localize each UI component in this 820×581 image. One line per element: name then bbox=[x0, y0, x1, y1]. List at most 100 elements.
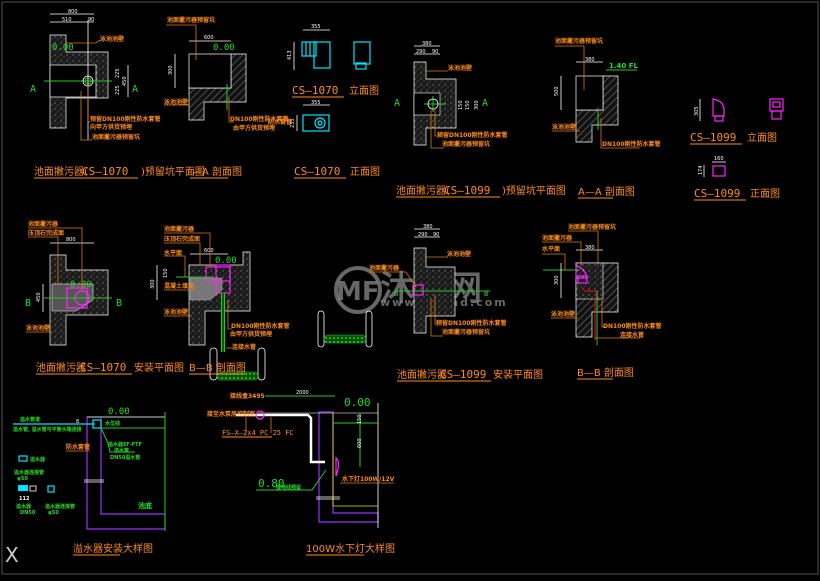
label-pipe: DN100刚性防水套管 bbox=[231, 322, 290, 330]
watermark-mark: MF bbox=[336, 277, 380, 307]
underwater-light-detail: 2000 150 600 0.00 0.80 接地线预留 接线盒3495 接至水… bbox=[206, 390, 395, 556]
label-lamp: 水下灯100W/12V bbox=[342, 475, 395, 483]
label-pit: 池面撇污器预留坑 bbox=[568, 223, 616, 231]
title: A—A 剖面图 bbox=[578, 185, 635, 198]
dim-left: 290 bbox=[418, 232, 428, 238]
label-low: 接地线预留 bbox=[275, 484, 301, 491]
title-cs1099-pit-model: CS—1099 bbox=[444, 184, 490, 197]
cs1070-section-aa: 600 300 0.00 池面撇污器预留坑 泳池池壁 DN100刚性防水套管 由… bbox=[164, 16, 289, 132]
label-water: 水平面 bbox=[164, 249, 182, 257]
dim-left: 510 bbox=[62, 17, 72, 23]
dim-h-total: 300 bbox=[474, 100, 480, 110]
dim-height: 300 bbox=[554, 275, 560, 285]
dim-right: 90 bbox=[432, 49, 438, 55]
label-concrete: 混凝土填充 bbox=[164, 282, 194, 290]
title-suffix: 正面图 bbox=[750, 188, 780, 200]
legend4: 溢水器 bbox=[16, 503, 32, 510]
level-mark: 0.00 bbox=[52, 43, 74, 53]
label-pipe: DN100刚性防水套管 bbox=[230, 115, 289, 123]
title-cs1099-pit-prefix: 池面撇污器( bbox=[396, 184, 450, 197]
dim-width: 600 bbox=[204, 248, 214, 254]
label-top-pipe: 溢水管道 bbox=[20, 416, 40, 423]
label-pit: 池面撇污器预留坑 bbox=[92, 133, 140, 141]
dim-width: 2000 bbox=[296, 390, 309, 396]
label-pipe: 防水套管 bbox=[268, 118, 292, 126]
cs1099-section-aa: 380 500 1.40 FL 池面撇污器预留坑 泳池池壁 DN100刚性防水套… bbox=[552, 37, 661, 199]
label-pit: 池面撇污器预留坑 bbox=[442, 140, 490, 148]
cross-mark-icon: X bbox=[5, 543, 19, 567]
title-cs1099-install-prefix: 池面撇污器 bbox=[397, 368, 447, 381]
overflow-detail: 0.00 溢水管道 溢水管, 溢水管与平衡水箱连接 8 水位线 溢水器EF-FT… bbox=[5, 407, 166, 567]
dim-left: 290 bbox=[416, 49, 426, 55]
dim-h-total: 450 bbox=[122, 76, 128, 86]
dim-height: 300 bbox=[168, 65, 174, 75]
label-junction: 接线盒3495 bbox=[229, 392, 265, 400]
label-return: 连接水管 bbox=[620, 331, 644, 339]
legend5: 溢水器连接管 bbox=[45, 503, 75, 510]
legend3-dim: 112 bbox=[19, 496, 30, 502]
cs1070-side-view: 355 413 CS—1070 立面图 bbox=[287, 24, 379, 98]
legend5b: φ50 bbox=[48, 510, 59, 516]
section-mark-left: B bbox=[394, 290, 398, 298]
legend2: 溢水器连接管 bbox=[14, 469, 44, 476]
label-pit: 池面撇污器预留坑 bbox=[167, 16, 215, 24]
label-top-pipe2: 溢水管, 溢水管与平衡水箱连接 bbox=[13, 426, 82, 433]
label-pipe: DN100刚性防水套管 bbox=[602, 140, 661, 148]
level-low: 0.80 bbox=[258, 477, 285, 490]
section-mark-right: A bbox=[132, 84, 138, 95]
dim-h2: 150 bbox=[465, 100, 471, 110]
label-water: 水位线 bbox=[104, 420, 120, 427]
title-model: CS—1070 bbox=[292, 84, 338, 97]
label-wall: 泳池池壁 bbox=[448, 64, 472, 72]
dim-total: 800 bbox=[68, 9, 78, 15]
dim-total: 380 bbox=[423, 224, 433, 230]
title-suffix: 立面图 bbox=[747, 131, 777, 144]
label-fitting2: 溢水管 bbox=[114, 447, 129, 454]
section-mark-right: B bbox=[116, 298, 122, 309]
dim-height: 174 bbox=[698, 165, 704, 175]
dim-h-light: 600 bbox=[357, 438, 363, 448]
dim-height: 500 bbox=[554, 86, 560, 96]
cs1099-side-view: 305 CS—1099 立面图 bbox=[690, 98, 784, 145]
label-return: 连接水管 bbox=[232, 343, 256, 351]
label-conduit: FS—X—2x4 PC 25 FC bbox=[222, 429, 294, 437]
dim-right: 90 bbox=[433, 232, 439, 238]
cs1070-front-view: 355 235 防水套管 CS—1070 正面图 bbox=[268, 100, 380, 179]
level-mark: 0.00 bbox=[213, 43, 235, 53]
title-suffix: 立面图 bbox=[349, 84, 379, 97]
label-skimmer: 池面撇污器 bbox=[542, 234, 573, 242]
label-wall: 泳池池壁 bbox=[164, 308, 188, 316]
title-model: CS—1070 bbox=[294, 165, 340, 178]
dim-height: 235 bbox=[290, 118, 296, 128]
dim-h-top: 150 bbox=[163, 268, 169, 278]
label-water: 水平面 bbox=[542, 245, 560, 253]
dim-h-top: 150 bbox=[357, 414, 363, 424]
section-mark-left: A bbox=[394, 98, 400, 109]
cs1099-pit-plan: 380 290 90 150 150 300 A A 泳池池壁 预留DN100刚… bbox=[394, 41, 508, 149]
cs1099-front-view: 160 174 CS—1099 正面图 bbox=[694, 156, 780, 201]
section-mark-left: B bbox=[25, 298, 31, 309]
label-skimmer: 池面撇污器 bbox=[369, 264, 400, 272]
label-stone: 压顶石完成面 bbox=[28, 229, 64, 237]
section-mark-right: B bbox=[484, 290, 488, 298]
legend4b: DN50 bbox=[20, 510, 36, 516]
dim-right: 90 bbox=[88, 17, 94, 23]
cs1099-install-plan: 380 290 90 B B 池面撇污器 泳池池壁 预留DN100刚性防水套管 … bbox=[369, 224, 507, 337]
title: B—B 剖面图 bbox=[189, 361, 246, 374]
title-suffix: 正面图 bbox=[350, 166, 380, 178]
cs1070-install-plan: 800 450 0.00 B B 池面撇污器 压顶石完成面 泳池池壁 bbox=[25, 220, 122, 346]
label-pool-floor: 池底 bbox=[138, 501, 152, 510]
label-wall: 泳池池壁 bbox=[26, 324, 50, 332]
dim-h-total: 300 bbox=[150, 279, 156, 289]
label-wall: 泳池池壁 bbox=[100, 35, 124, 43]
title-cs1099-pit-suffix: )预留坑平面图 bbox=[502, 184, 566, 197]
level-mark: 0.00 bbox=[215, 256, 237, 266]
dim-width: 380 bbox=[585, 245, 595, 251]
dim-total: 380 bbox=[422, 41, 432, 47]
dim-h1: 150 bbox=[458, 100, 464, 110]
section-mark-right: A bbox=[482, 98, 488, 109]
label-fitting3: DN50溢水管 bbox=[110, 454, 140, 461]
label-skimmer: 池面撇污器 bbox=[28, 220, 59, 228]
